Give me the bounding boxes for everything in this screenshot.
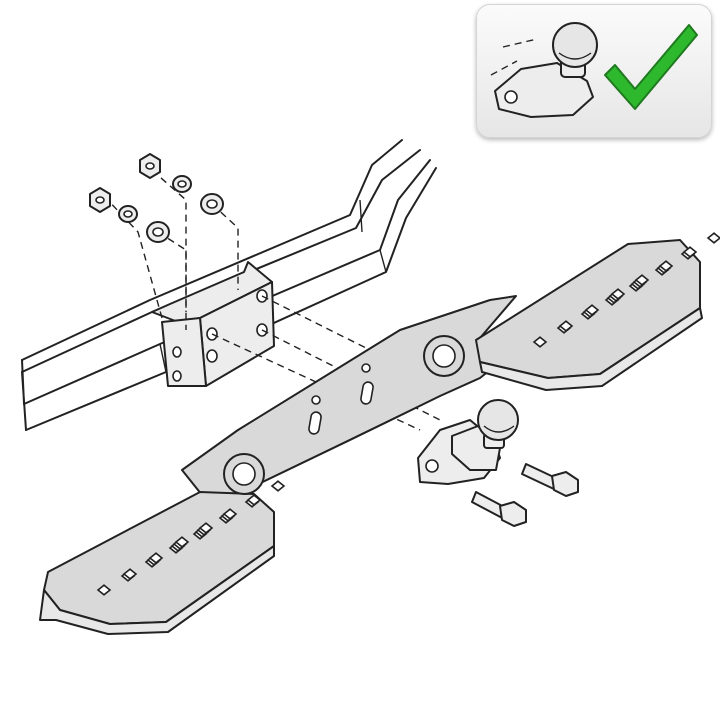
mounting-bolt [471,491,527,527]
bracket-hole [206,349,218,363]
step-perforation [148,552,164,564]
step-perforation [634,274,650,286]
step-perforation [270,480,286,492]
step-perforation [558,320,574,332]
lock-washer [172,175,192,193]
step-perforation [174,536,190,548]
step-perforation [682,246,698,258]
bar-mount-hole [223,453,265,495]
tow-ball-mount [417,399,519,485]
step-perforation [222,508,238,520]
lock-washer [118,205,138,223]
step-perforation [658,260,674,272]
bracket-hole [172,370,182,382]
tow-ball-icon [490,22,598,118]
bar-hole [361,363,371,373]
compatibility-badge [476,4,712,138]
fastener-set [89,153,239,330]
chassis-frame [21,139,437,431]
hex-nut [139,153,161,179]
step-perforation [96,584,112,596]
bar-mount-hole [423,335,465,377]
check-mark-icon [604,24,698,110]
step-bumper-bar [39,232,720,635]
step-perforation [584,304,600,316]
hex-nut [89,187,111,213]
bar-hole [311,395,321,405]
step-perforation [532,336,548,348]
step-perforation [122,568,138,580]
bar-slot [360,381,374,405]
tow-ball [477,399,519,441]
bracket-hole [172,346,182,358]
step-perforation [610,288,626,300]
flat-washer [146,221,170,243]
mounting-bracket [151,261,275,387]
step-perforation [706,232,720,244]
bar-slot [308,411,322,435]
mounting-bolt [521,463,579,497]
step-perforation [198,522,214,534]
step-perforation [246,494,262,506]
flat-washer [200,193,224,215]
